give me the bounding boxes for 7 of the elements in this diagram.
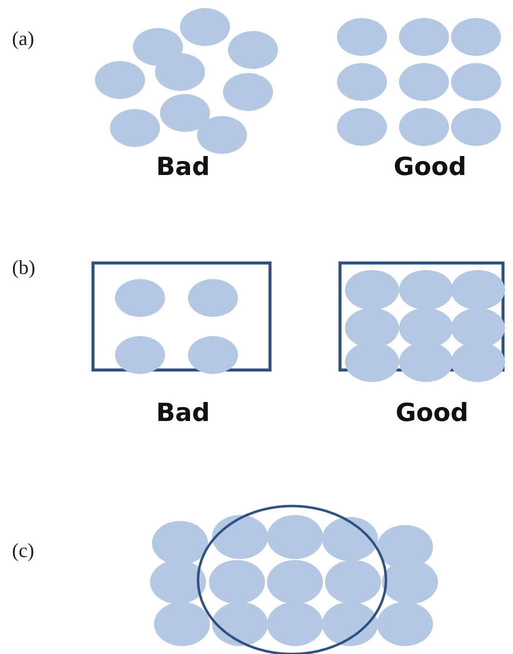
caption-text: Good [394, 152, 466, 181]
panel-label: (c) [12, 540, 34, 563]
caption-text: Good [396, 398, 468, 427]
panel-label: (a) [12, 28, 34, 51]
panel-label: (b) [12, 257, 36, 280]
caption-text: Bad [156, 152, 210, 181]
caption-text: Bad [156, 398, 210, 427]
